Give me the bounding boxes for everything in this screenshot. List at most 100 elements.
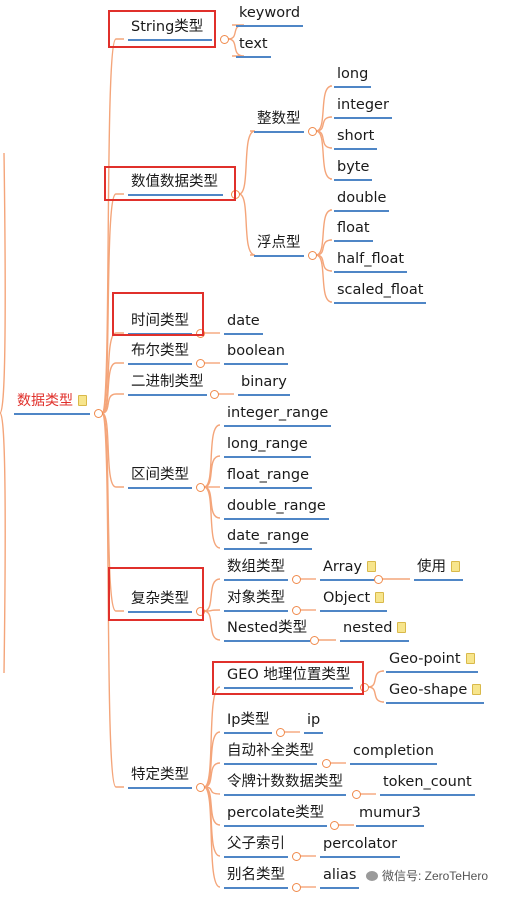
collapse-toggle-icon[interactable]	[196, 483, 205, 492]
node-label: half_float	[337, 251, 405, 267]
node-label: date	[227, 313, 260, 329]
mindmap-node-cn-4[interactable]: 数值数据类型	[128, 172, 223, 196]
collapse-toggle-icon[interactable]	[292, 852, 301, 861]
node-label: Ip类型	[227, 712, 270, 728]
mindmap-node-percolate-45[interactable]: percolate类型	[224, 803, 328, 827]
node-label: 复杂类型	[131, 591, 189, 607]
mindmap-node-cn-27[interactable]: 复杂类型	[128, 589, 192, 613]
connector-line	[101, 412, 124, 612]
node-label: float	[337, 220, 370, 236]
connector-line	[101, 412, 124, 488]
node-label: mumur3	[359, 805, 421, 821]
mindmap-node-float-12[interactable]: float	[334, 218, 373, 242]
mindmap-node-integer-7[interactable]: integer	[334, 95, 392, 119]
node-label: double	[337, 190, 387, 206]
mindmap-node-mumur3-46[interactable]: mumur3	[356, 803, 424, 827]
mindmap-node-percolator-48[interactable]: percolator	[320, 834, 401, 858]
collapse-toggle-icon[interactable]	[196, 359, 205, 368]
mindmap-node-binary-20[interactable]: binary	[238, 372, 290, 396]
mindmap-node-cn-30[interactable]: 使用	[414, 557, 463, 581]
collapse-toggle-icon[interactable]	[308, 127, 317, 136]
collapse-toggle-icon[interactable]	[360, 683, 369, 692]
collapse-toggle-icon[interactable]	[352, 790, 361, 799]
mindmap-node-nested-34[interactable]: nested	[340, 618, 410, 642]
connector-line	[315, 209, 333, 256]
mindmap-node-date-range-26[interactable]: date_range	[224, 526, 313, 550]
collapse-toggle-icon[interactable]	[308, 251, 317, 260]
note-icon	[472, 684, 482, 695]
node-label: long_range	[227, 436, 308, 452]
mindmap-node-geo-36[interactable]: GEO 地理位置类型	[224, 665, 354, 689]
collapse-toggle-icon[interactable]	[220, 35, 229, 44]
mindmap-node-object-32[interactable]: Object	[320, 588, 388, 612]
collapse-toggle-icon[interactable]	[374, 575, 383, 584]
mindmap-node-alias-50[interactable]: alias	[320, 865, 360, 889]
mindmap-node-keyword-2[interactable]: keyword	[236, 3, 304, 27]
connector-line	[203, 731, 221, 788]
collapse-toggle-icon[interactable]	[210, 390, 219, 399]
node-label: long	[337, 66, 369, 82]
collapse-toggle-icon[interactable]	[196, 783, 205, 792]
mindmap-node-cn-47[interactable]: 父子索引	[224, 834, 288, 858]
mindmap-node-short-8[interactable]: short	[334, 126, 378, 150]
mindmap-node-double-11[interactable]: double	[334, 188, 390, 212]
mindmap-node-integer-range-22[interactable]: integer_range	[224, 403, 332, 427]
mindmap-node-long-range-23[interactable]: long_range	[224, 434, 311, 458]
mindmap-node-geo-point-37[interactable]: Geo-point	[386, 649, 478, 673]
collapse-toggle-icon[interactable]	[196, 329, 205, 338]
mindmap-node-cn-10[interactable]: 浮点型	[254, 233, 304, 257]
node-label: Geo-point	[389, 651, 461, 667]
mindmap-node-byte-9[interactable]: byte	[334, 157, 373, 181]
mindmap-node-cn-49[interactable]: 别名类型	[224, 865, 288, 889]
mindmap-node-cn-19[interactable]: 二进制类型	[128, 372, 207, 396]
mindmap-node-string-1[interactable]: String类型	[128, 17, 212, 41]
mindmap-node-cn-41[interactable]: 自动补全类型	[224, 741, 317, 765]
mindmap-node-cn-43[interactable]: 令牌计数数据类型	[224, 772, 346, 796]
mindmap-node-long-6[interactable]: long	[334, 64, 372, 88]
node-label: Nested类型	[227, 620, 308, 636]
mindmap-node-token-count-44[interactable]: token_count	[380, 772, 475, 796]
collapse-toggle-icon[interactable]	[94, 409, 103, 418]
node-label: 区间类型	[131, 467, 189, 483]
mindmap-node-float-range-24[interactable]: float_range	[224, 465, 312, 489]
node-label: text	[239, 36, 268, 52]
mindmap-node-nested-33[interactable]: Nested类型	[224, 618, 311, 642]
collapse-toggle-icon[interactable]	[310, 636, 319, 645]
mindmap-node-array-29[interactable]: Array	[320, 557, 380, 581]
connector-line	[203, 486, 221, 549]
mindmap-node-geo-shape-38[interactable]: Geo-shape	[386, 680, 485, 704]
mindmap-node-ip-40[interactable]: ip	[304, 710, 324, 734]
mindmap-node-half-float-13[interactable]: half_float	[334, 249, 408, 273]
collapse-toggle-icon[interactable]	[292, 575, 301, 584]
node-label: 时间类型	[131, 313, 189, 329]
mindmap-node-scaled-float-14[interactable]: scaled_float	[334, 280, 427, 304]
connector-line	[101, 393, 124, 414]
note-icon	[451, 561, 460, 572]
mindmap-node-text-3[interactable]: text	[236, 34, 271, 58]
node-label: 数据类型	[17, 393, 73, 409]
note-icon	[375, 592, 385, 603]
connector-line	[203, 578, 221, 612]
collapse-toggle-icon[interactable]	[292, 606, 301, 615]
connector-line	[315, 254, 333, 272]
mindmap-node-cn-21[interactable]: 区间类型	[128, 465, 192, 489]
collapse-toggle-icon[interactable]	[292, 883, 301, 892]
mindmap-node-boolean-18[interactable]: boolean	[224, 341, 288, 365]
node-label: integer_range	[227, 405, 329, 421]
mindmap-node-completion-42[interactable]: completion	[350, 741, 437, 765]
collapse-toggle-icon[interactable]	[276, 728, 285, 737]
mindmap-node-ip-39[interactable]: Ip类型	[224, 710, 273, 734]
mindmap-node-cn-5[interactable]: 整数型	[254, 109, 304, 133]
node-label: 数组类型	[227, 559, 285, 575]
collapse-toggle-icon[interactable]	[330, 821, 339, 830]
mindmap-node-cn-31[interactable]: 对象类型	[224, 588, 288, 612]
mindmap-node-cn-35[interactable]: 特定类型	[128, 765, 192, 789]
collapse-toggle-icon[interactable]	[322, 759, 331, 768]
connector-line	[238, 193, 256, 256]
mindmap-node-cn-17[interactable]: 布尔类型	[128, 341, 192, 365]
mindmap-node-double-range-25[interactable]: double_range	[224, 496, 329, 520]
collapse-toggle-icon[interactable]	[196, 607, 205, 616]
mindmap-node-cn-28[interactable]: 数组类型	[224, 557, 288, 581]
mindmap-node-date-16[interactable]: date	[224, 311, 263, 335]
mindmap-node-cn-0[interactable]: 数据类型	[14, 391, 90, 415]
